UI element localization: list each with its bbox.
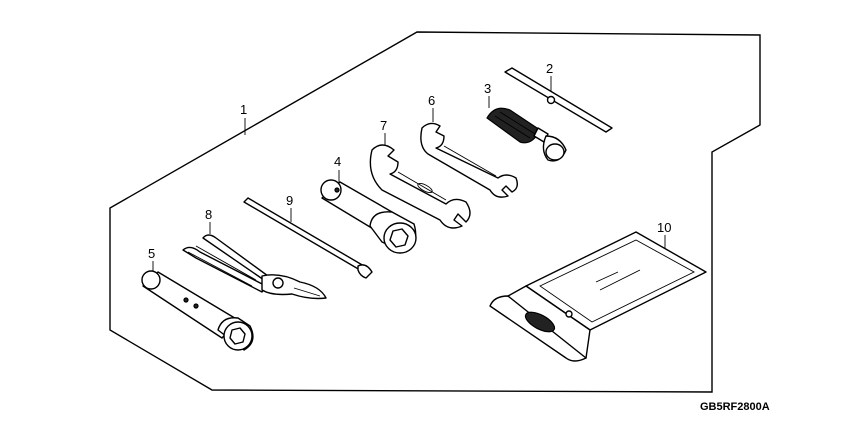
callout-4: 4 — [334, 154, 341, 169]
screwdriver — [486, 107, 567, 162]
callout-2: 2 — [546, 61, 553, 76]
small-open-end-wrench — [420, 122, 519, 198]
callout-5: 5 — [148, 246, 155, 261]
pliers — [182, 234, 327, 300]
assembly-boundary — [109, 31, 761, 393]
figure-code: GB5RF2800A — [700, 401, 770, 413]
callout-7: 7 — [380, 118, 387, 133]
callout-3: 3 — [484, 81, 491, 96]
extension-rod — [243, 197, 373, 279]
screwdriver-grip-bar — [504, 67, 613, 133]
callout-8: 8 — [205, 207, 212, 222]
callout-6: 6 — [428, 93, 435, 108]
callout-1: 1 — [240, 102, 247, 117]
open-end-wrench — [369, 144, 471, 229]
callout-9: 9 — [286, 193, 293, 208]
tool-bag — [489, 231, 707, 362]
socket-wrench — [320, 179, 417, 254]
box-spanner — [141, 270, 254, 351]
callout-10: 10 — [657, 220, 671, 235]
